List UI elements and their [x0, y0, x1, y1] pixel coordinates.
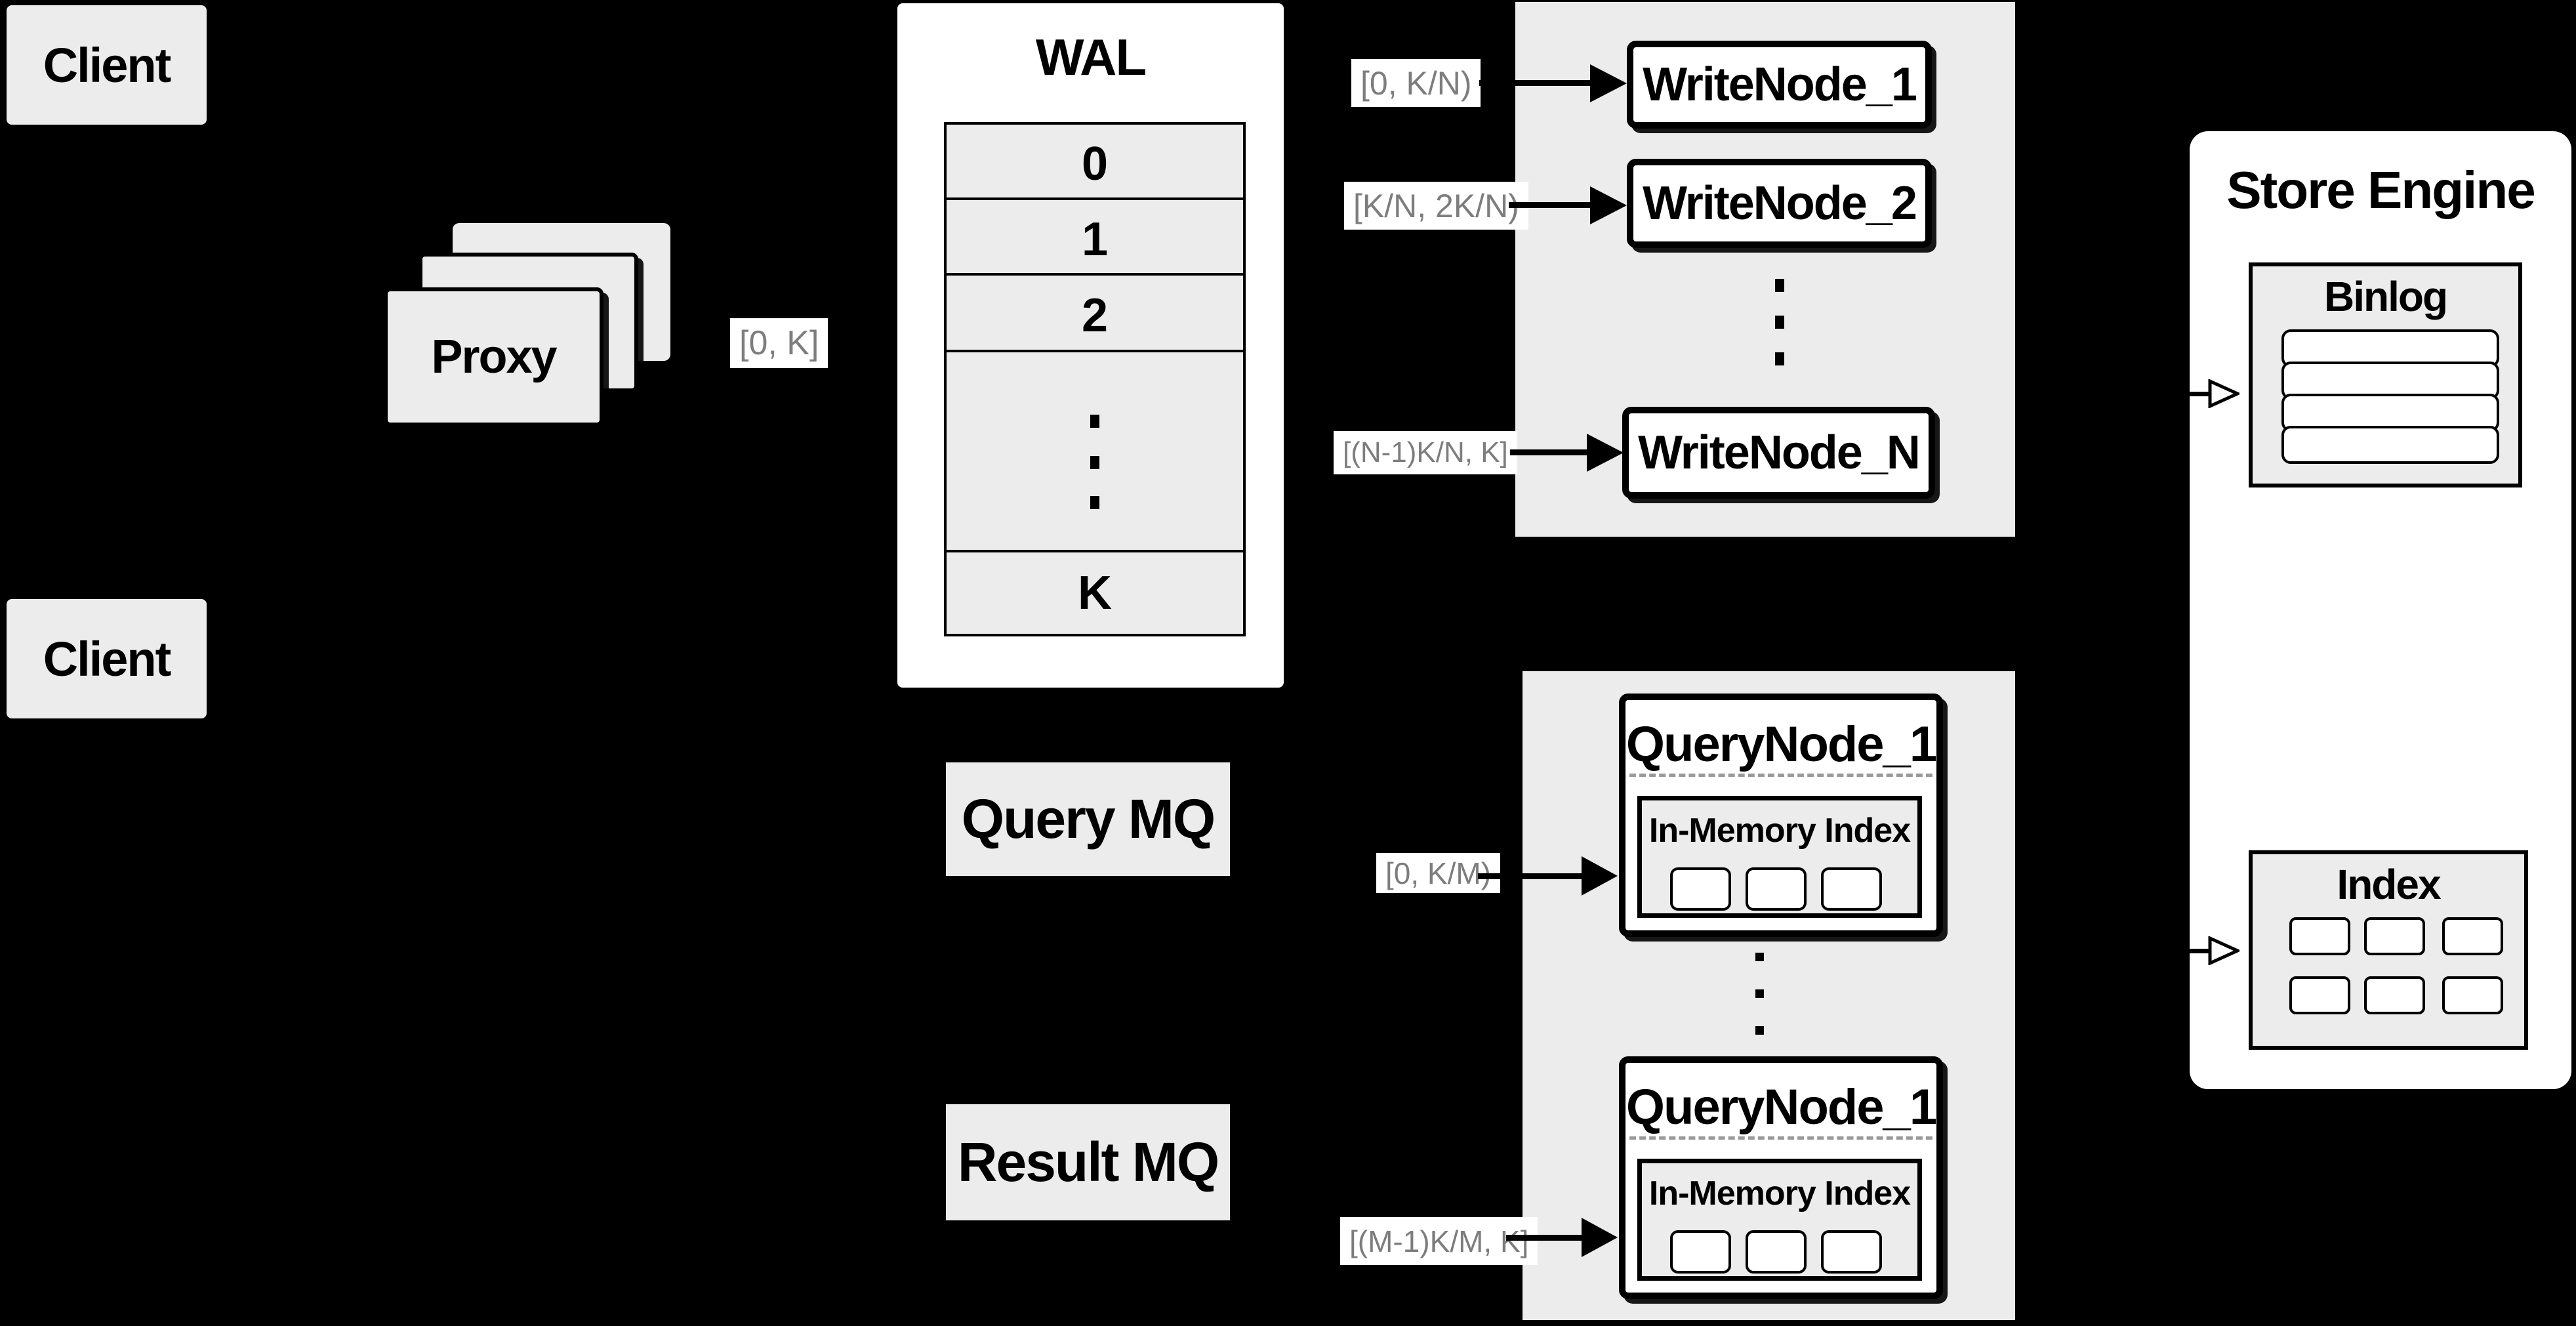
proxy-box: Proxy [384, 287, 603, 426]
segment-cell [1670, 867, 1731, 911]
index-panel: Index [2249, 850, 2528, 1050]
write-node-n-label: WriteNode_N [1638, 426, 1921, 479]
wal-row-2: 2 [944, 273, 1246, 358]
arrowhead-icon [1587, 434, 1624, 472]
client-bottom-label: Client [43, 631, 172, 686]
open-arrowhead-icon [2208, 379, 2239, 408]
range-chip-query-2-label: [(M-1)K/M, K] [1349, 1224, 1529, 1258]
range-chip-query-2: [(M-1)K/M, K] [1340, 1217, 1538, 1265]
wal-row-k: K [944, 550, 1246, 636]
arrow-line-index [2125, 949, 2209, 953]
binlog-row [2281, 394, 2499, 432]
client-top-label: Client [43, 37, 172, 93]
ellipsis-dot [1775, 352, 1784, 365]
write-node-1-box: WriteNode_1 [1627, 41, 1932, 129]
store-engine-box: Store Engine Binlog Index [2190, 131, 2571, 1089]
wal-row-ellipsis [944, 350, 1246, 558]
arrow-line-write-1 [1479, 80, 1591, 86]
wal-row-0: 0 [944, 122, 1246, 205]
arrow-line-write-2 [1509, 202, 1591, 208]
in-memory-index-title-bottom: In-Memory Index [1648, 1174, 1911, 1212]
binlog-panel: Binlog [2249, 262, 2522, 487]
segment-cell [1746, 1230, 1807, 1274]
proxy-label: Proxy [431, 331, 557, 383]
binlog-row [2281, 426, 2499, 464]
arrowhead-icon [1590, 186, 1627, 224]
arrowhead-icon [1582, 856, 1618, 896]
arrow-line-write-n [1510, 449, 1589, 455]
query-node-top-box: QueryNode_1 In-Memory Index [1619, 694, 1943, 937]
range-chip-proxy-out-label: [0, K] [739, 324, 819, 362]
range-chip-write-1-label: [0, K/N) [1360, 64, 1472, 102]
index-cell [2289, 976, 2350, 1014]
index-title: Index [2337, 861, 2441, 908]
ellipsis-dot [1775, 279, 1784, 292]
range-chip-write-2-label: [K/N, 2K/N) [1353, 187, 1519, 224]
ellipsis-dot [1090, 415, 1099, 428]
wal-row-2-label: 2 [1081, 289, 1109, 342]
wal-row-1-label: 1 [1081, 213, 1109, 266]
store-engine-title: Store Engine [2226, 161, 2535, 219]
index-cell [2364, 976, 2425, 1014]
query-node-bottom-title: QueryNode_1 [1625, 1079, 1937, 1135]
index-cell [2442, 917, 2503, 955]
query-mq-label: Query MQ [961, 788, 1216, 850]
segment-cell [1821, 1230, 1882, 1274]
write-node-2-label: WriteNode_2 [1643, 177, 1917, 230]
wal-title: WAL [1035, 28, 1147, 86]
ellipsis-dot [1775, 316, 1784, 329]
segment-cell [1746, 867, 1807, 911]
open-arrowhead-icon [2208, 936, 2239, 965]
write-node-n-box: WriteNode_N [1622, 407, 1935, 499]
ellipsis-dot [1755, 989, 1764, 998]
wal-box: WAL 0 1 2 K [897, 3, 1284, 688]
binlog-title: Binlog [2323, 273, 2448, 320]
segment-cell [1821, 867, 1882, 911]
divider-dashed [1629, 774, 1932, 777]
in-memory-index-panel-bottom: In-Memory Index [1637, 1159, 1922, 1281]
write-node-2-box: WriteNode_2 [1627, 159, 1932, 248]
arrow-line-query-1 [1478, 873, 1584, 879]
client-top-box: Client [7, 5, 207, 125]
segment-cell [1670, 1230, 1731, 1274]
in-memory-index-title-top: In-Memory Index [1648, 812, 1911, 850]
range-chip-write-n: [(N-1)K/N, K] [1334, 431, 1517, 474]
index-cell [2364, 917, 2425, 955]
index-cell [2289, 917, 2350, 955]
query-node-top-title: QueryNode_1 [1625, 716, 1937, 772]
arrowhead-icon [1590, 64, 1627, 102]
divider-dashed [1629, 1136, 1932, 1140]
wal-row-k-label: K [1078, 567, 1112, 619]
index-cell [2442, 976, 2503, 1014]
arrow-line-binlog [2125, 392, 2209, 396]
result-mq-label: Result MQ [957, 1131, 1219, 1193]
range-chip-proxy-out: [0, K] [730, 318, 828, 368]
wal-row-0-label: 0 [1081, 137, 1109, 190]
arrowhead-icon [1582, 1218, 1618, 1257]
range-chip-write-1: [0, K/N) [1351, 59, 1481, 107]
result-mq-box: Result MQ [946, 1104, 1230, 1220]
query-node-bottom-box: QueryNode_1 In-Memory Index [1619, 1056, 1943, 1299]
query-mq-box: Query MQ [946, 762, 1230, 876]
write-node-1-label: WriteNode_1 [1643, 58, 1917, 111]
in-memory-index-panel-top: In-Memory Index [1637, 796, 1922, 918]
range-chip-write-2: [K/N, 2K/N) [1344, 182, 1528, 230]
range-chip-query-1-label: [0, K/M) [1385, 856, 1492, 890]
range-chip-query-1: [0, K/M) [1376, 853, 1501, 893]
ellipsis-dot [1090, 496, 1099, 509]
arrow-line-query-2 [1506, 1235, 1583, 1241]
ellipsis-dot [1755, 1026, 1764, 1035]
ellipsis-dot [1755, 953, 1764, 961]
range-chip-write-n-label: [(N-1)K/N, K] [1343, 436, 1508, 468]
wal-row-1: 1 [944, 197, 1246, 281]
ellipsis-dot [1090, 456, 1099, 469]
binlog-row [2281, 362, 2499, 400]
client-bottom-box: Client [7, 599, 207, 718]
